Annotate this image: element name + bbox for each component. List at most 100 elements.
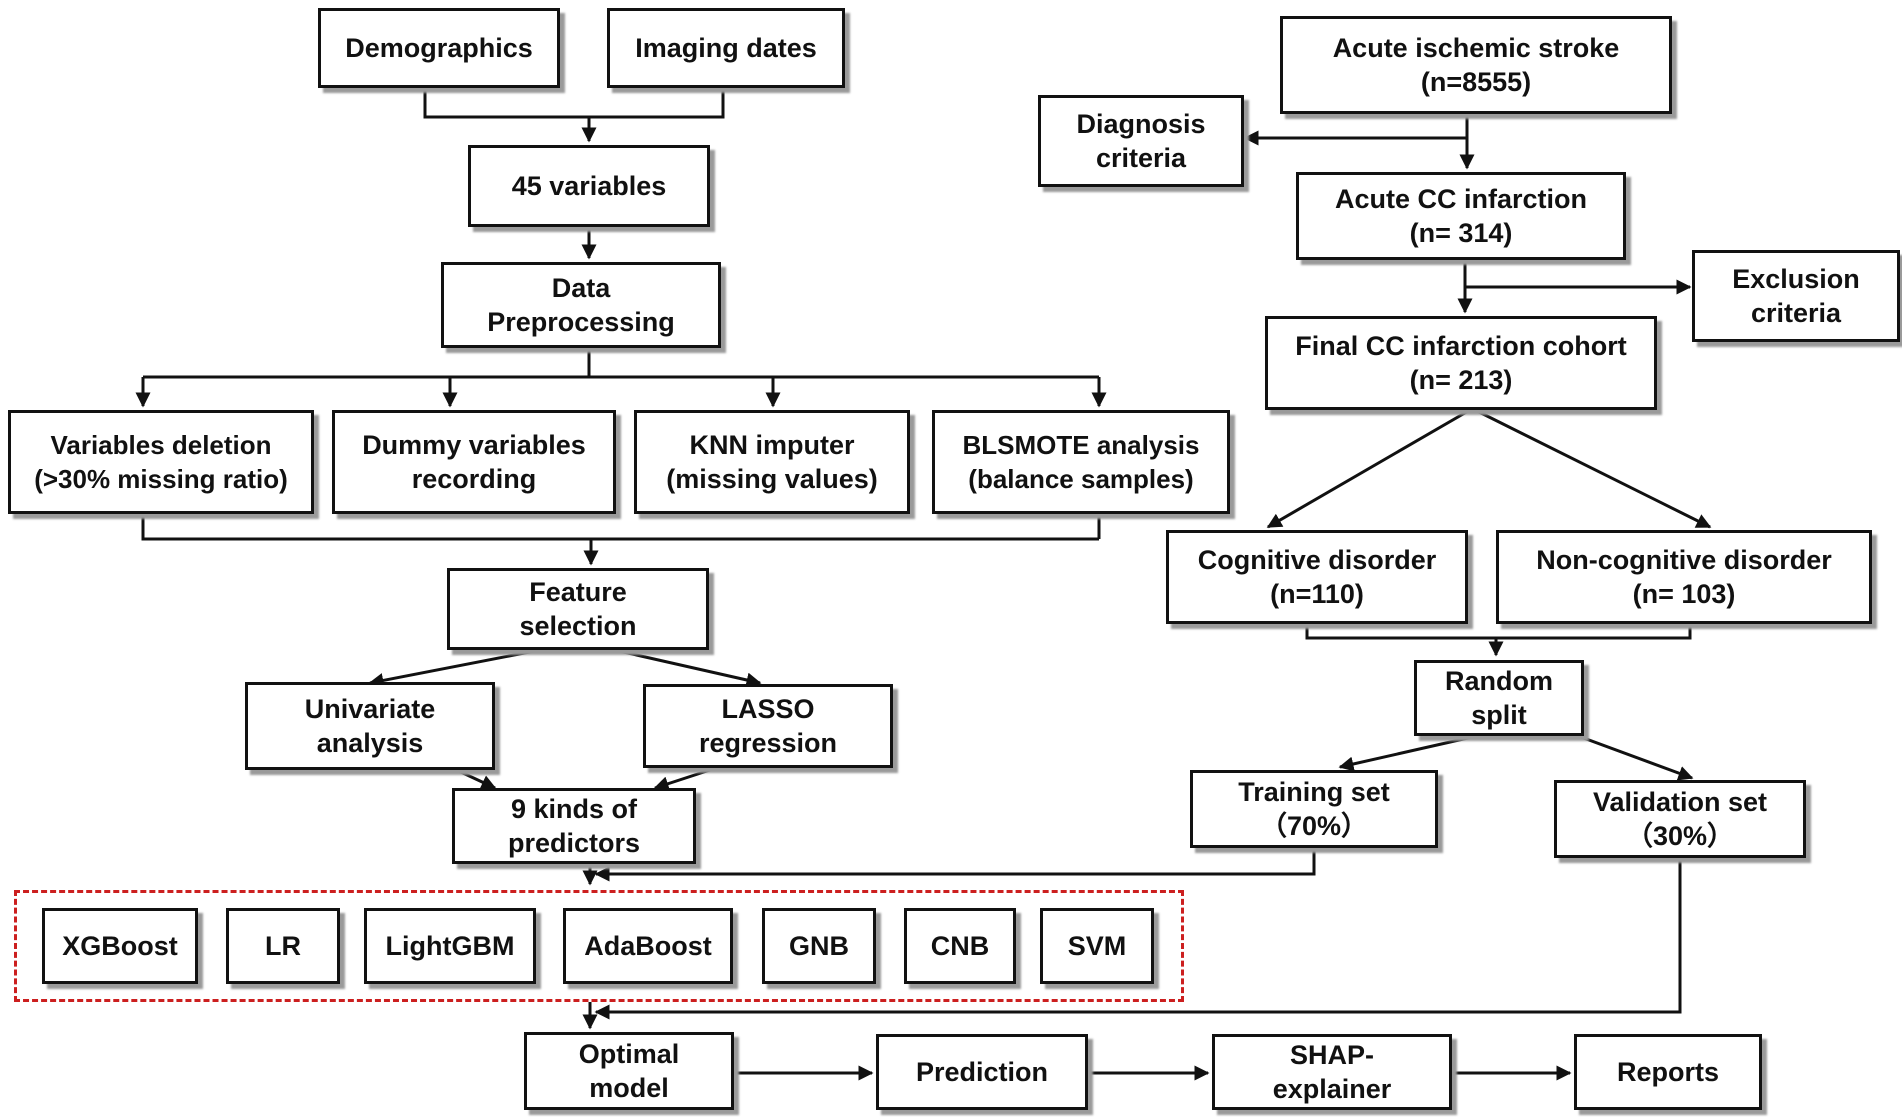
arrow-final-noncognitive	[1474, 408, 1712, 529]
arrow-lasso-predictors	[653, 768, 711, 791]
acute-stroke-line-2: (n=8555)	[1420, 67, 1532, 97]
connector-imaging-variables	[589, 75, 725, 119]
training-set-line-2: （70%）	[1259, 811, 1369, 841]
reports-label: Reports	[1616, 1057, 1719, 1087]
feature-selection-line-2: selection	[519, 611, 637, 641]
variables-label: 45 variables	[511, 171, 667, 201]
variables-deletion-line-1: Variables deletion	[50, 430, 272, 460]
optimal-model-line-1: Optimal	[578, 1039, 680, 1069]
connector-noncognitive-merge	[1496, 623, 1692, 640]
lasso-box: LASSO regression	[643, 684, 893, 768]
prediction-box: Prediction	[876, 1034, 1088, 1110]
model-group-frame	[14, 890, 1184, 1002]
arrow-to-univariate	[368, 647, 546, 688]
dummy-variables-line-1: Dummy variables	[362, 430, 586, 460]
imaging-dates-box: Imaging dates	[607, 8, 845, 88]
knn-imputer-line-2: (missing values)	[666, 464, 878, 494]
model-svm-label: SVM	[1067, 931, 1127, 961]
arrow-to-training-set	[1338, 731, 1491, 772]
cognitive-line-2: (n=110)	[1270, 579, 1364, 609]
exclusion-criteria-box: Exclusion criteria	[1692, 250, 1900, 342]
model-svm-box: SVM	[1040, 908, 1154, 984]
connector-demographics-variables	[423, 75, 589, 119]
preprocessing-line-1: Data	[551, 273, 611, 303]
model-xgboost-label: XGBoost	[62, 931, 178, 961]
validation-set-line-2: （30%）	[1625, 821, 1735, 851]
cognitive-box: Cognitive disorder (n=110)	[1166, 530, 1468, 624]
preprocessing-box: Data Preprocessing	[441, 262, 721, 348]
variables-deletion-line-2: (>30% missing ratio)	[34, 464, 288, 494]
variables-deletion-box: Variables deletion (>30% missing ratio)	[8, 410, 314, 514]
arrow-validation-optimal	[594, 856, 1682, 1020]
reports-box: Reports	[1574, 1034, 1762, 1110]
blsmote-line-2: (balance samples)	[968, 464, 1194, 494]
arrow-univariate-predictors	[449, 765, 497, 790]
blsmote-line-1: BLSMOTE analysis	[962, 430, 1200, 460]
predictors-line-2: predictors	[507, 828, 641, 858]
training-set-box: Training set （70%）	[1190, 770, 1438, 848]
predictors-line-1: 9 kinds of	[510, 794, 638, 824]
connector-cognitive-merge	[1305, 623, 1496, 640]
predictors-box: 9 kinds of predictors	[452, 788, 696, 864]
acute-stroke-line-1: Acute ischemic stroke	[1332, 33, 1620, 63]
imaging-dates-label: Imaging dates	[635, 33, 817, 63]
arrow-to-validation-set	[1569, 731, 1694, 781]
model-gnb-box: GNB	[762, 908, 876, 984]
lasso-line-1: LASSO	[721, 694, 815, 724]
exclusion-criteria-line-1: Exclusion	[1732, 264, 1860, 294]
prediction-label: Prediction	[915, 1057, 1049, 1087]
univariate-line-2: analysis	[316, 728, 424, 758]
final-cohort-line-1: Final CC infarction cohort	[1295, 331, 1627, 361]
diagnosis-criteria-box: Diagnosis criteria	[1038, 95, 1244, 187]
shap-explainer-box: SHAP- explainer	[1212, 1034, 1452, 1110]
acute-stroke-box: Acute ischemic stroke (n=8555)	[1280, 16, 1672, 114]
lasso-line-2: regression	[698, 728, 838, 758]
final-cohort-line-2: (n= 213)	[1409, 365, 1513, 395]
optimal-model-box: Optimal model	[524, 1032, 734, 1110]
univariate-line-1: Univariate	[304, 694, 436, 724]
final-cohort-box: Final CC infarction cohort (n= 213)	[1265, 316, 1657, 410]
preprocessing-line-2: Preprocessing	[487, 307, 675, 337]
model-lightgbm-box: LightGBM	[364, 908, 536, 984]
diagnosis-criteria-line-2: criteria	[1095, 143, 1187, 173]
demographics-label: Demographics	[345, 33, 533, 63]
non-cognitive-line-1: Non-cognitive disorder	[1536, 545, 1832, 575]
univariate-box: Univariate analysis	[245, 682, 495, 770]
training-set-line-1: Training set	[1238, 777, 1390, 807]
model-cnb-box: CNB	[904, 908, 1016, 984]
acute-cc-line-2: (n= 314)	[1409, 218, 1513, 248]
model-xgboost-box: XGBoost	[42, 908, 198, 984]
feature-selection-box: Feature selection	[447, 568, 709, 650]
connector-merge-left	[141, 514, 1099, 541]
random-split-line-1: Random	[1445, 666, 1553, 696]
blsmote-box: BLSMOTE analysis (balance samples)	[932, 410, 1230, 514]
non-cognitive-line-2: (n= 103)	[1632, 579, 1736, 609]
cognitive-line-1: Cognitive disorder	[1197, 545, 1437, 575]
acute-cc-box: Acute CC infarction (n= 314)	[1296, 172, 1626, 260]
arrow-final-cognitive	[1266, 408, 1471, 529]
model-lr-label: LR	[265, 931, 301, 961]
dummy-variables-box: Dummy variables recording	[332, 410, 616, 514]
demographics-box: Demographics	[318, 8, 560, 88]
optimal-model-line-2: model	[589, 1073, 669, 1103]
arrow-training-models	[594, 846, 1316, 882]
variables-box: 45 variables	[468, 145, 710, 227]
model-lr-box: LR	[226, 908, 340, 984]
knn-imputer-box: KNN imputer (missing values)	[634, 410, 910, 514]
model-lightgbm-label: LightGBM	[385, 931, 515, 961]
model-adaboost-label: AdaBoost	[584, 931, 712, 961]
validation-set-line-1: Validation set	[1592, 787, 1768, 817]
model-cnb-label: CNB	[930, 931, 990, 961]
exclusion-criteria-line-2: criteria	[1750, 298, 1842, 328]
model-adaboost-box: AdaBoost	[563, 908, 733, 984]
shap-explainer-line-1: SHAP-	[1289, 1040, 1374, 1070]
knn-imputer-line-1: KNN imputer	[689, 430, 855, 460]
feature-selection-line-1: Feature	[529, 577, 627, 607]
acute-cc-line-1: Acute CC infarction	[1334, 184, 1588, 214]
validation-set-box: Validation set （30%）	[1554, 780, 1806, 858]
arrow-to-lasso	[609, 647, 762, 688]
random-split-box: Random split	[1414, 660, 1584, 736]
random-split-line-2: split	[1471, 700, 1527, 730]
